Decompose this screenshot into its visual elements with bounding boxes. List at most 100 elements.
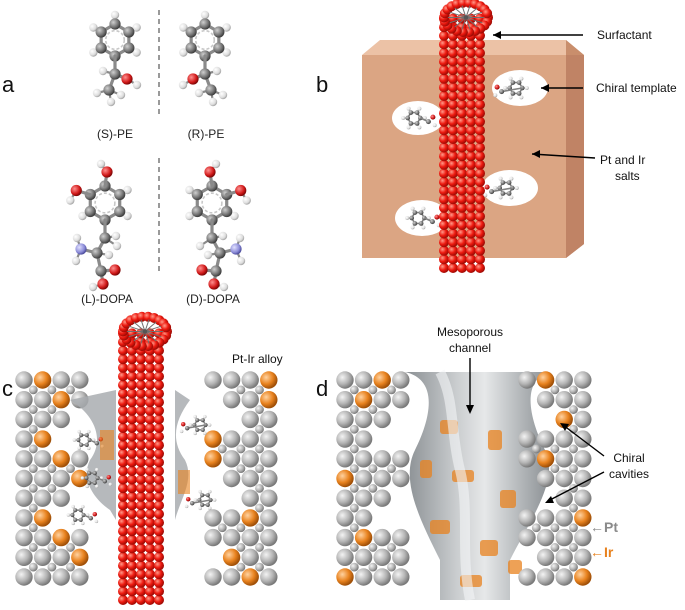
- pt-atom-back: [28, 483, 38, 493]
- template-h: [95, 467, 99, 472]
- pt-atom-back: [28, 424, 38, 434]
- pt-atom: [52, 469, 70, 488]
- hydrogen-atom: [110, 10, 120, 20]
- pt-atom-back: [349, 562, 359, 572]
- surfactant-sphere: [466, 39, 476, 50]
- ir-atom: [574, 568, 592, 586]
- surfactant-sphere: [439, 142, 449, 153]
- surfactant-sphere: [154, 457, 164, 468]
- pt-atom: [260, 528, 278, 547]
- pt-atom-back: [255, 444, 264, 454]
- pt-atom: [574, 371, 592, 389]
- surfactant-sphere: [439, 91, 449, 101]
- surfactant-sphere: [161, 322, 172, 333]
- template-h: [212, 498, 217, 502]
- pt-atom: [15, 450, 33, 468]
- pt-atom: [241, 548, 259, 566]
- pt-atom: [336, 430, 354, 448]
- template-h: [406, 125, 411, 130]
- carbon-atom: [95, 42, 107, 54]
- pt-atom-back: [28, 385, 38, 395]
- template-c: [506, 180, 512, 185]
- surfactant-tail: [465, 17, 478, 28]
- oxygen-atom: [70, 184, 82, 197]
- surfactant-sphere: [475, 39, 485, 50]
- template-h: [410, 206, 415, 211]
- chiral-template-molecules: [392, 70, 548, 236]
- hydrogen-atom: [212, 66, 222, 76]
- ir-atom: [574, 509, 592, 527]
- pt-atom: [392, 548, 410, 566]
- surfactant-sphere: [439, 48, 449, 58]
- ir-atom: [260, 391, 278, 409]
- pt-atom-back: [28, 543, 38, 552]
- surfactant-sphere: [457, 159, 467, 170]
- pt-atom-back: [368, 562, 378, 572]
- template-h: [208, 489, 212, 494]
- cavities-arrow-lower: [547, 471, 605, 502]
- surfactant-sphere: [136, 405, 146, 416]
- surfactant-sphere: [439, 99, 449, 110]
- pt-atom-back: [368, 385, 378, 395]
- template-c: [94, 440, 100, 446]
- pt-atom: [71, 528, 89, 547]
- template-h: [207, 423, 212, 427]
- surfactant-sphere: [154, 371, 164, 382]
- template-c: [418, 210, 424, 215]
- template-h: [80, 476, 85, 480]
- oxygen-atom: [196, 264, 208, 276]
- nitrogen-atom: [75, 243, 87, 255]
- pt-atom-back: [47, 562, 57, 572]
- surfactant-sphere: [154, 500, 164, 511]
- pt-atom-back: [387, 543, 396, 552]
- surfactant-sphere: [154, 380, 164, 390]
- template-h: [421, 206, 426, 211]
- ir-atom: [354, 391, 373, 409]
- surfactant-sphere: [154, 466, 164, 476]
- template-bond: [192, 499, 211, 504]
- template-c: [408, 110, 414, 115]
- pt-atom-back: [217, 444, 227, 454]
- surfactant-sphere: [118, 560, 128, 571]
- aromatic-ring: [201, 192, 223, 214]
- surfactant-sphere: [136, 560, 146, 571]
- template-c: [205, 493, 210, 498]
- template-bond: [491, 187, 513, 193]
- surfactant-sphere: [127, 543, 137, 554]
- template-c: [102, 478, 108, 484]
- template-bond: [501, 87, 523, 93]
- pt-atom-back: [47, 385, 57, 395]
- surfactant-sphere: [466, 134, 476, 144]
- surfactant-sphere: [466, 211, 476, 222]
- surfactant-sphere: [439, 108, 449, 119]
- template-h: [193, 498, 198, 502]
- pt-atom: [555, 568, 573, 586]
- surfactant-sphere: [448, 237, 458, 248]
- pt-atom-back: [550, 543, 560, 552]
- template-h: [179, 429, 184, 434]
- pt-atom: [336, 371, 354, 389]
- oxygen-atom: [121, 73, 133, 85]
- surfactant-sphere: [127, 509, 137, 519]
- pt-atom: [555, 469, 573, 488]
- pt-atom: [536, 528, 555, 547]
- template-h: [208, 506, 212, 511]
- ir-atom: [33, 430, 52, 448]
- pt-atom: [71, 450, 89, 468]
- surfactant-tail: [144, 330, 162, 338]
- pt-atom: [15, 469, 33, 488]
- pt-atom: [222, 509, 241, 527]
- template-c: [87, 471, 92, 476]
- ir-atom: [222, 548, 241, 566]
- pt-atom-back: [349, 385, 359, 395]
- template-h: [95, 484, 99, 489]
- pt-atom-back: [387, 562, 396, 572]
- surfactant-sphere: [118, 569, 128, 580]
- surfactant-sphere: [439, 245, 449, 256]
- surfactant-sphere: [145, 423, 155, 433]
- pt-atom: [536, 568, 555, 586]
- pt-ir-lattice-right: [204, 371, 278, 586]
- carbon-atom: [199, 68, 211, 80]
- oxygen-atom: [187, 73, 199, 85]
- surfactant-sphere: [145, 448, 155, 459]
